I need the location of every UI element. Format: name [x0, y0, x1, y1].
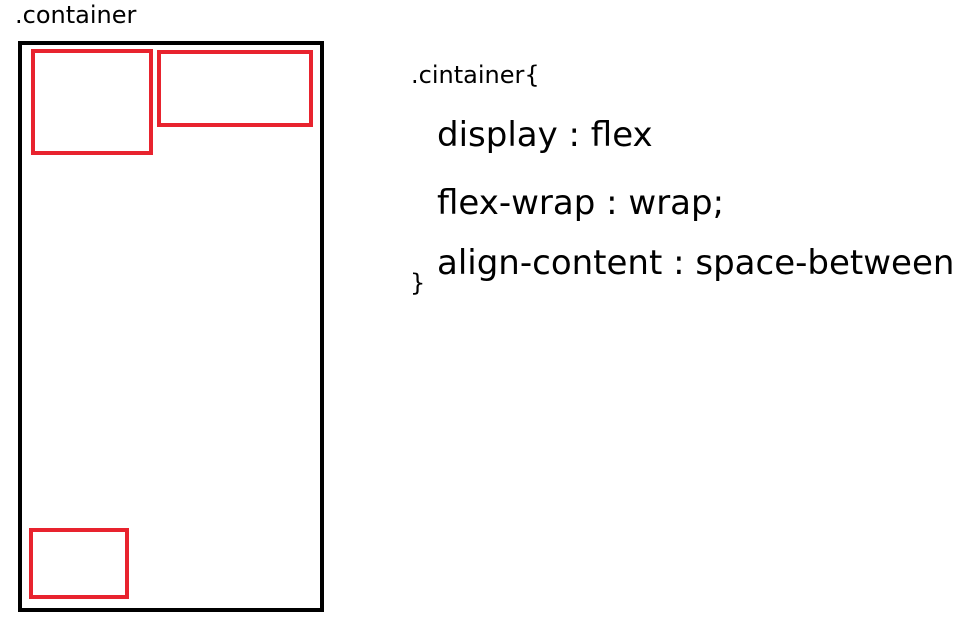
container-label: .container [15, 1, 137, 29]
css-rule-flex-wrap: flex-wrap : wrap; [437, 183, 725, 223]
flex-container-box [18, 41, 324, 612]
css-rule-align-content: align-content : space-between [437, 243, 955, 283]
css-selector-close: } [410, 269, 426, 297]
flex-item-3 [29, 528, 129, 599]
css-selector-open: .cintainer{ [411, 61, 540, 89]
css-rule-display: display : flex [437, 115, 653, 155]
flex-item-1 [31, 49, 153, 155]
flex-item-2 [157, 50, 313, 127]
